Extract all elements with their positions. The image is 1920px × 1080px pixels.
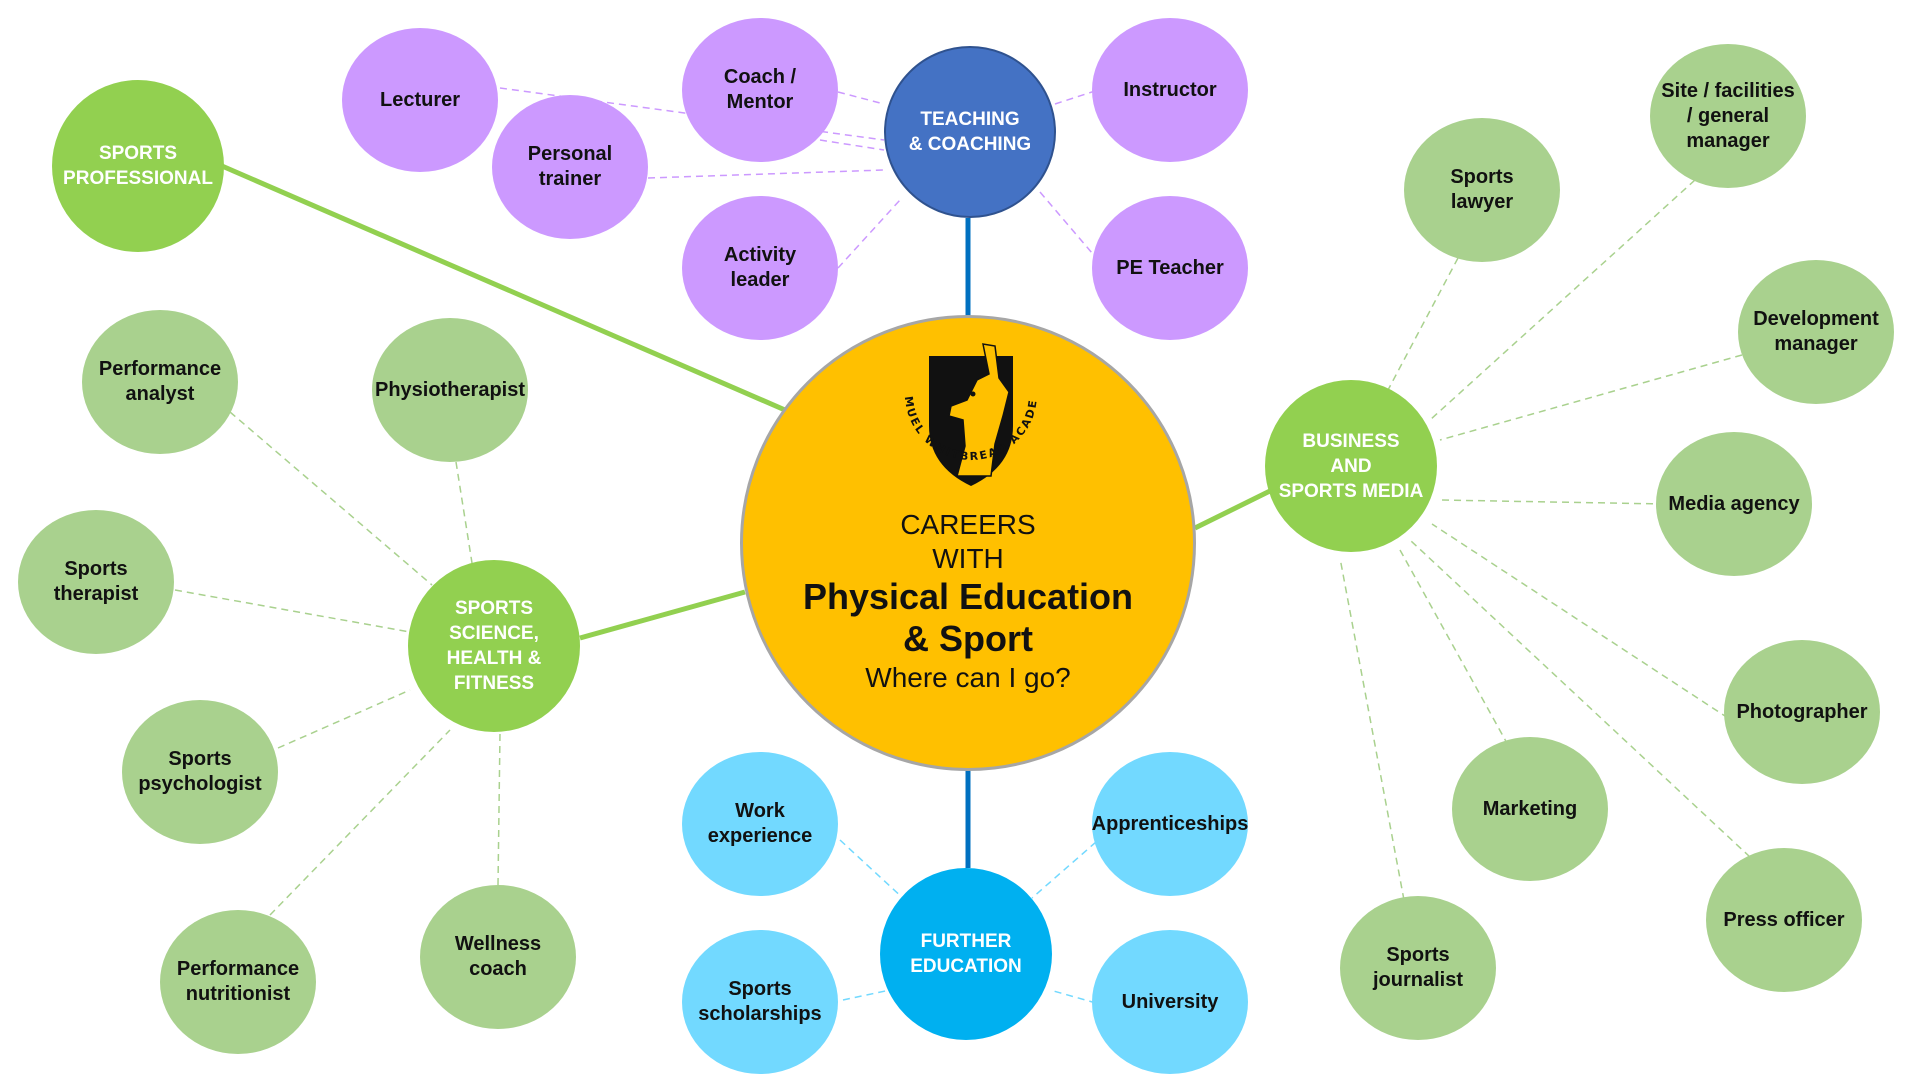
role-performance-nutritionist-label: Performance nutritionist xyxy=(176,958,300,1005)
role-performance-nutritionist: Performance nutritionist xyxy=(160,910,316,1054)
role-physiotherapist-label: Physiotherapist xyxy=(374,378,526,401)
role-physiotherapist: Physiotherapist xyxy=(372,318,528,462)
hub-further-label: FURTHER EDUCATION xyxy=(910,931,1022,977)
role-sports-journalist-label: Sports journalist xyxy=(1372,944,1463,991)
role-performance-analyst: Performance analyst xyxy=(82,310,238,454)
hub-sports-science: SPORTS SCIENCE, HEALTH & FITNESS xyxy=(408,560,580,732)
role-performance-analyst-label: Performance analyst xyxy=(98,358,222,405)
center-title-line4: & Sport xyxy=(903,618,1033,659)
connector-center-business xyxy=(1193,487,1274,531)
center-subtitle: Where can I go? xyxy=(865,662,1071,693)
route-sports-scholarships-label: Sports scholarships xyxy=(698,978,822,1025)
role-wellness-coach-label: Wellness coach xyxy=(454,933,542,980)
role-site-manager-label: Site / facilities / general manager xyxy=(1661,79,1795,152)
hub-sports-professional: SPORTS PROFESSIONAL xyxy=(52,80,224,252)
science-dashed-links xyxy=(174,411,501,916)
connector-center-sports-pro xyxy=(221,163,786,413)
center-title-line3: Physical Education xyxy=(802,576,1134,617)
route-sports-scholarships: Sports scholarships xyxy=(682,930,838,1074)
role-sports-psychologist: Sports psychologist xyxy=(122,700,278,844)
role-media-agency-label: Media agency xyxy=(1668,492,1800,515)
role-site-facilities-manager: Site / facilities / general manager xyxy=(1650,44,1806,188)
role-media-agency: Media agency xyxy=(1656,432,1812,576)
role-coach-label: Coach / Mentor xyxy=(723,66,797,113)
route-university: University xyxy=(1092,930,1248,1074)
hub-teaching-label: TEACHING & COACHING xyxy=(908,109,1032,155)
hub-business-label: BUSINESS AND SPORTS MEDIA xyxy=(1278,430,1424,502)
role-development-manager: Development manager xyxy=(1738,260,1894,404)
further-dashed-links xyxy=(839,839,1097,1004)
role-activity-leader-label: Activity leader xyxy=(723,244,797,291)
role-press-officer: Press officer xyxy=(1706,848,1862,992)
hub-teaching-coaching: TEACHING & COACHING xyxy=(884,46,1056,218)
role-photographer-label: Photographer xyxy=(1736,700,1868,723)
role-sports-therapist-label: Sports therapist xyxy=(53,558,139,605)
academy-crest-logo: SAMUEL WHITBREAD ACADEMY xyxy=(891,336,1038,486)
role-pe-teacher: PE Teacher xyxy=(1092,196,1248,340)
role-sports-journalist: Sports journalist xyxy=(1340,896,1496,1040)
role-wellness-coach: Wellness coach xyxy=(420,885,576,1029)
role-personal-trainer-label: Personal trainer xyxy=(527,143,613,190)
role-sports-psychologist-label: Sports psychologist xyxy=(138,748,262,795)
role-marketing-label: Marketing xyxy=(1482,797,1578,820)
center-title-circle: SAMUEL WHITBREAD ACADEMY CAREERS WITH Ph… xyxy=(740,315,1196,771)
route-work-experience: Work experience xyxy=(682,752,838,896)
route-apprenticeships-label: Apprenticeships xyxy=(1091,812,1249,835)
role-coach-mentor: Coach / Mentor xyxy=(682,18,838,162)
role-instructor: Instructor xyxy=(1092,18,1248,162)
role-lecturer: Lecturer xyxy=(342,28,498,172)
center-title-text: CAREERS WITH Physical Education & Sport … xyxy=(743,508,1193,696)
hub-business-media: BUSINESS AND SPORTS MEDIA xyxy=(1265,380,1437,552)
role-lecturer-label: Lecturer xyxy=(379,88,461,111)
hub-sports-science-label: SPORTS SCIENCE, HEALTH & FITNESS xyxy=(446,598,542,694)
hub-further-education: FURTHER EDUCATION xyxy=(880,868,1052,1040)
role-activity-leader: Activity leader xyxy=(682,196,838,340)
role-personal-trainer: Personal trainer xyxy=(492,95,648,239)
business-dashed-links xyxy=(1339,179,1751,901)
role-marketing: Marketing xyxy=(1452,737,1608,881)
center-title-line1: CAREERS xyxy=(900,509,1036,540)
role-photographer: Photographer xyxy=(1724,640,1880,784)
role-sports-lawyer-label: Sports lawyer xyxy=(1450,166,1514,213)
connector-center-science xyxy=(579,589,746,641)
role-pe-teacher-label: PE Teacher xyxy=(1116,256,1224,279)
route-university-label: University xyxy=(1121,990,1219,1013)
role-development-manager-label: Development manager xyxy=(1753,308,1879,355)
role-sports-lawyer: Sports lawyer xyxy=(1404,118,1560,262)
center-title-line2: WITH xyxy=(932,543,1004,574)
hub-sports-professional-label: SPORTS PROFESSIONAL xyxy=(63,143,213,189)
route-work-experience-label: Work experience xyxy=(707,800,813,847)
route-apprenticeships: Apprenticeships xyxy=(1092,752,1248,896)
role-press-officer-label: Press officer xyxy=(1723,908,1845,931)
role-sports-therapist: Sports therapist xyxy=(18,510,174,654)
role-instructor-label: Instructor xyxy=(1123,78,1217,101)
